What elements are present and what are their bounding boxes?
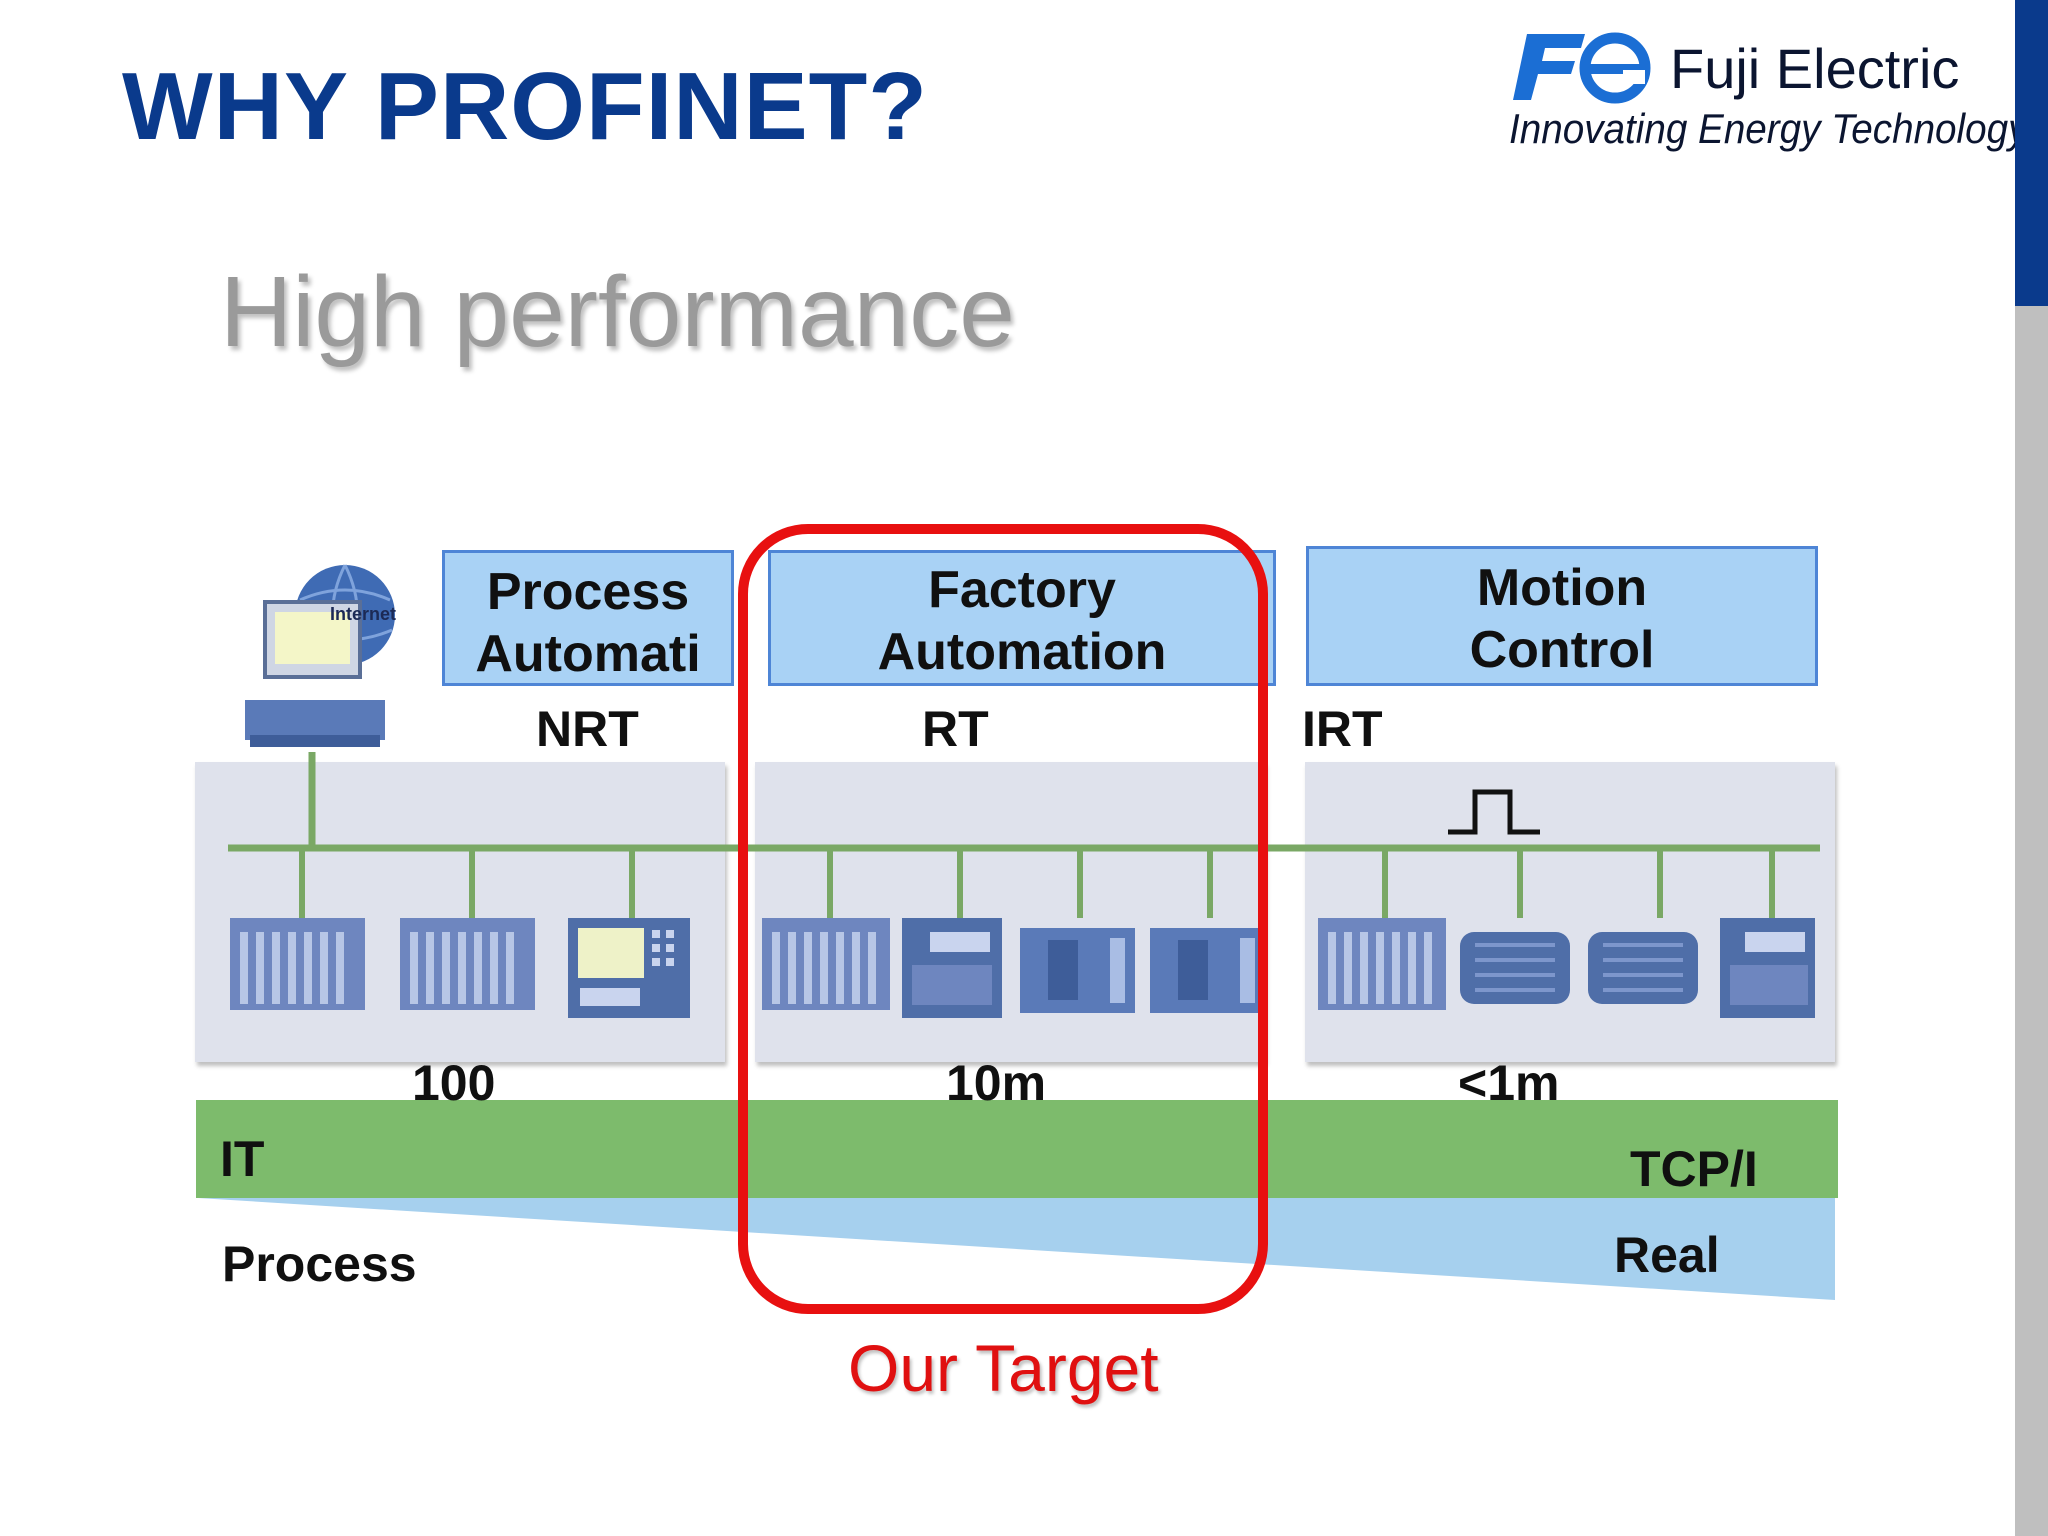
category-line1: Factory bbox=[928, 561, 1116, 619]
category-factory-automation: Factory Automation bbox=[768, 550, 1276, 686]
slide-title: WHY PROFINET? bbox=[122, 53, 928, 160]
plc-rack-icon bbox=[1318, 918, 1446, 1010]
mode-label-irt: IRT bbox=[1302, 701, 1383, 757]
pulse-icon bbox=[1448, 789, 1540, 835]
tcp-ip-label: TCP/I bbox=[1630, 1141, 1758, 1197]
process-band bbox=[198, 1198, 1835, 1300]
slide-subtitle: High performance bbox=[220, 256, 1015, 368]
hmi-panel-icon bbox=[568, 918, 690, 1018]
company-logo: Fuji Electric Innovating Energy Technolo… bbox=[1505, 28, 2027, 158]
network-graphic bbox=[228, 564, 1820, 1018]
category-line2: Control bbox=[1469, 621, 1655, 679]
process-band-label: Process bbox=[222, 1236, 417, 1292]
target-highlight bbox=[738, 524, 1268, 1314]
time-label-motion: <1m bbox=[1458, 1055, 1560, 1111]
fe-logo-icon bbox=[1513, 32, 1651, 104]
logo-tagline: Innovating Energy Technology bbox=[1509, 105, 2028, 152]
profinet-performance-diagram: Internet Process Automati Factory Automa… bbox=[190, 520, 1860, 1320]
plc-rack-icon bbox=[230, 918, 365, 1010]
drive-unit-icon bbox=[1720, 918, 1815, 1018]
servo-motor-icon bbox=[1588, 932, 1698, 1004]
category-motion-control: Motion Control bbox=[1306, 546, 1818, 686]
it-band bbox=[196, 1100, 1838, 1198]
time-label-process: 100 bbox=[412, 1055, 496, 1111]
time-label-factory: 10m bbox=[946, 1055, 1047, 1111]
accent-bar-grey bbox=[2015, 306, 2048, 1536]
category-line1: Motion bbox=[1476, 559, 1648, 617]
it-band-label: IT bbox=[220, 1131, 265, 1187]
category-line1: Process bbox=[486, 563, 690, 621]
io-module-icon bbox=[1150, 928, 1265, 1013]
category-line2: Automation bbox=[877, 623, 1167, 681]
plc-rack-icon bbox=[400, 918, 535, 1010]
real-time-label: Real bbox=[1614, 1227, 1720, 1283]
accent-bar-blue bbox=[2015, 0, 2048, 306]
plc-rack-icon bbox=[762, 918, 890, 1010]
drive-unit-icon bbox=[902, 918, 1002, 1018]
logo-company-name: Fuji Electric bbox=[1670, 37, 1960, 100]
mode-label-nrt: NRT bbox=[536, 701, 639, 757]
servo-motor-icon bbox=[1460, 932, 1570, 1004]
target-label: Our Target bbox=[848, 1331, 1159, 1405]
category-line2: Automati bbox=[475, 625, 701, 683]
internet-pc-icon bbox=[245, 564, 395, 747]
category-process-automation: Process Automati bbox=[442, 550, 734, 686]
internet-label: Internet bbox=[330, 604, 397, 624]
io-module-icon bbox=[1020, 928, 1135, 1013]
bands-graphic bbox=[196, 1100, 1838, 1300]
mode-label-rt: RT bbox=[922, 701, 989, 757]
